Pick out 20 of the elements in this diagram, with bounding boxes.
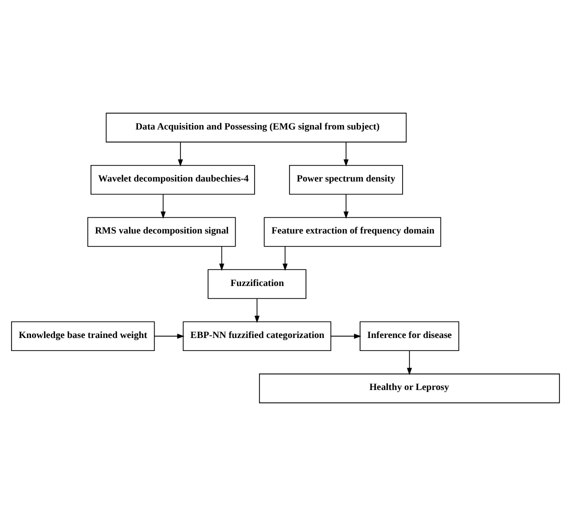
- node-box: Healthy or Leprosy: [259, 374, 560, 404]
- node-box: Data Acquisition and Possessing (EMG signal from subject): [106, 112, 407, 142]
- node-box: Feature extraction of frequency domain: [264, 217, 442, 247]
- arrow: [330, 334, 362, 339]
- node-box: Fuzzification: [208, 269, 306, 299]
- arrow: [160, 194, 166, 219]
- node-box: Inference for disease: [360, 321, 460, 352]
- arrow: [406, 350, 412, 376]
- node-box: Wavelet decomposition daubechies-4: [90, 164, 256, 195]
- node-box: Knowledge base trained weight: [11, 321, 155, 352]
- arrow: [178, 142, 183, 167]
- node-box: RMS value decomposition signal: [87, 217, 236, 247]
- arrow: [282, 246, 288, 271]
- arrow: [254, 298, 260, 323]
- arrow: [219, 246, 224, 271]
- arrow: [344, 142, 349, 167]
- arrow: [344, 194, 349, 219]
- node-box: Power spectrum density: [289, 164, 404, 195]
- node-box: EBP-NN fuzzified categorization: [182, 321, 332, 352]
- arrow: [154, 334, 184, 339]
